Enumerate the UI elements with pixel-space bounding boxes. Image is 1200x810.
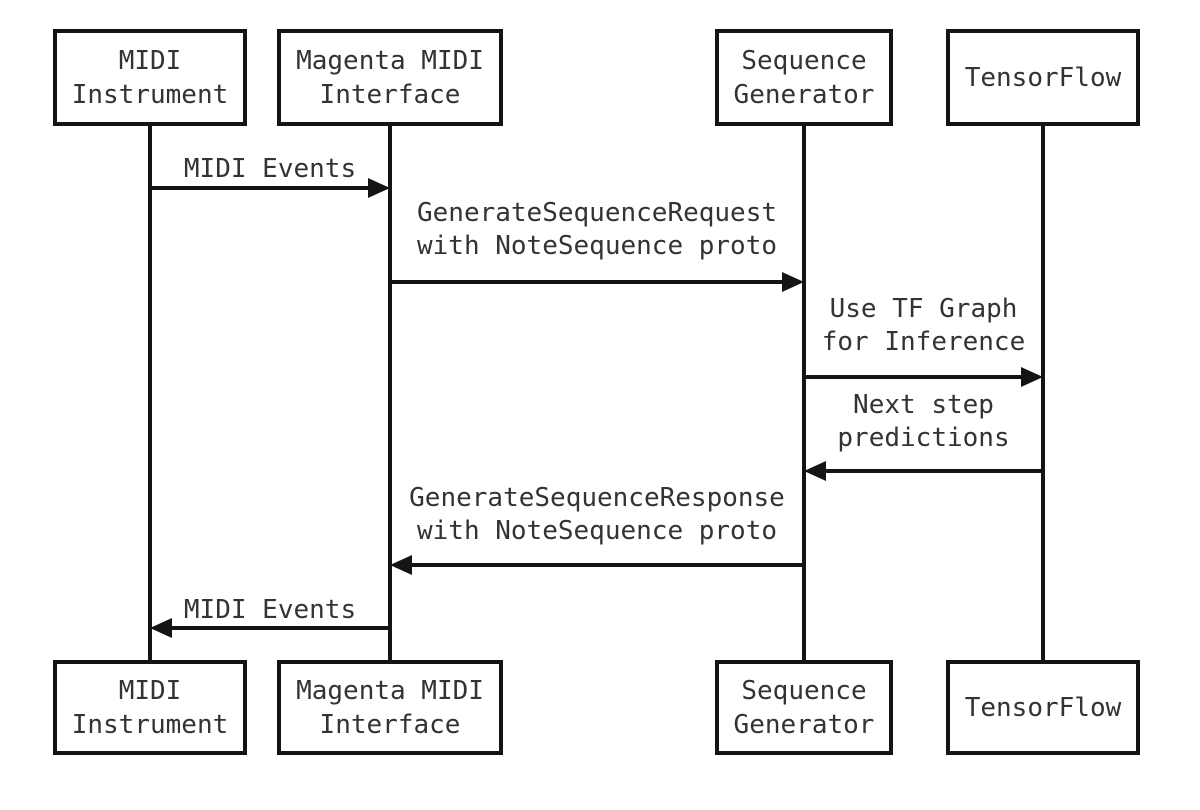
arrowhead-right-icon — [782, 272, 804, 292]
arrow-shaft — [804, 375, 1023, 379]
participant-top-tensorflow: TensorFlow — [946, 29, 1140, 126]
participant-top-magenta-midi-interface: Magenta MIDI Interface — [277, 29, 503, 126]
message-line: predictions — [837, 423, 1010, 453]
message-label-next-step-predictions: Next step predictions — [804, 389, 1043, 455]
arrowhead-right-icon — [1021, 367, 1043, 387]
arrow-shaft — [170, 626, 390, 630]
participant-label: Magenta MIDI Interface — [296, 675, 484, 740]
participant-bottom-magenta-midi-interface: Magenta MIDI Interface — [277, 660, 503, 755]
message-label-generate-sequence-response: GenerateSequenceResponse with NoteSequen… — [390, 482, 804, 548]
arrowhead-left-icon — [150, 618, 172, 638]
arrow-use-tf-graph — [804, 367, 1043, 387]
message-line: Next step — [853, 390, 994, 420]
message-label-generate-sequence-request: GenerateSequenceRequest with NoteSequenc… — [390, 197, 804, 263]
arrow-shaft — [410, 563, 804, 567]
arrowhead-left-icon — [804, 461, 826, 481]
message-line: with NoteSequence proto — [416, 516, 778, 546]
lifeline-midi-instrument — [148, 126, 152, 662]
participant-label: Sequence Generator — [733, 675, 875, 740]
participant-bottom-sequence-generator: Sequence Generator — [715, 660, 893, 755]
lifeline-magenta-midi-interface — [388, 126, 392, 662]
arrow-midi-events-request — [150, 178, 390, 198]
participant-label: TensorFlow — [964, 692, 1122, 723]
arrowhead-right-icon — [368, 178, 390, 198]
message-line: MIDI Events — [183, 595, 357, 625]
participant-label: TensorFlow — [964, 62, 1122, 93]
message-label-use-tf-graph: Use TF Graph for Inference — [804, 293, 1043, 359]
participant-top-sequence-generator: Sequence Generator — [715, 29, 893, 126]
participant-label: MIDI Instrument — [71, 45, 229, 110]
arrow-shaft — [824, 469, 1043, 473]
arrow-shaft — [150, 186, 370, 190]
arrow-generate-sequence-request — [390, 272, 804, 292]
message-label-midi-events-request: MIDI Events — [150, 153, 390, 186]
participant-bottom-tensorflow: TensorFlow — [946, 660, 1140, 755]
participant-top-midi-instrument: MIDI Instrument — [53, 29, 247, 126]
message-line: with NoteSequence proto — [416, 231, 778, 261]
lifeline-tensorflow — [1041, 126, 1045, 662]
arrow-midi-events-out — [150, 618, 390, 638]
message-line: for Inference — [821, 327, 1026, 357]
message-line: GenerateSequenceRequest — [416, 198, 778, 228]
lifeline-sequence-generator — [802, 126, 806, 662]
arrowhead-left-icon — [390, 555, 412, 575]
arrow-shaft — [390, 280, 784, 284]
message-label-midi-events-out: MIDI Events — [150, 594, 390, 627]
message-line: MIDI Events — [183, 154, 357, 184]
arrow-generate-sequence-response — [390, 555, 804, 575]
participant-label: Magenta MIDI Interface — [296, 45, 484, 110]
participant-label: MIDI Instrument — [71, 675, 229, 740]
message-line: Use TF Graph — [829, 294, 1018, 324]
participant-bottom-midi-instrument: MIDI Instrument — [53, 660, 247, 755]
message-line: GenerateSequenceResponse — [409, 483, 785, 513]
participant-label: Sequence Generator — [733, 45, 875, 110]
arrow-next-step-predictions — [804, 461, 1043, 481]
